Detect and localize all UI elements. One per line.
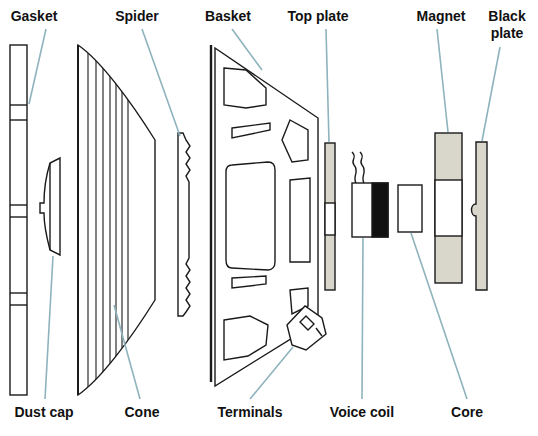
terminals-part [287, 306, 326, 350]
magnet-part [435, 133, 462, 283]
part-label: Cone [125, 404, 160, 421]
black-plate-part [472, 142, 488, 290]
part-label: Voice coil [330, 404, 394, 421]
gasket-part [10, 45, 27, 395]
part-label: Magnet [417, 8, 466, 25]
top-plate-part [325, 143, 335, 290]
leader-lines [29, 29, 500, 399]
part-label: Core [451, 404, 483, 421]
part-label: Spider [115, 8, 159, 25]
dust-cap-part [40, 158, 60, 255]
part-label: Terminals [217, 404, 282, 421]
part-label: Basket [205, 8, 251, 25]
part-label: Dust cap [14, 404, 73, 421]
voice-coil-part [352, 152, 388, 237]
part-label: Top plate [287, 8, 348, 25]
part-label: Gasket [11, 8, 58, 25]
core-part [398, 185, 422, 232]
part-label: Black plate [482, 8, 532, 42]
spider-part [178, 133, 190, 316]
cone-part [78, 40, 155, 400]
